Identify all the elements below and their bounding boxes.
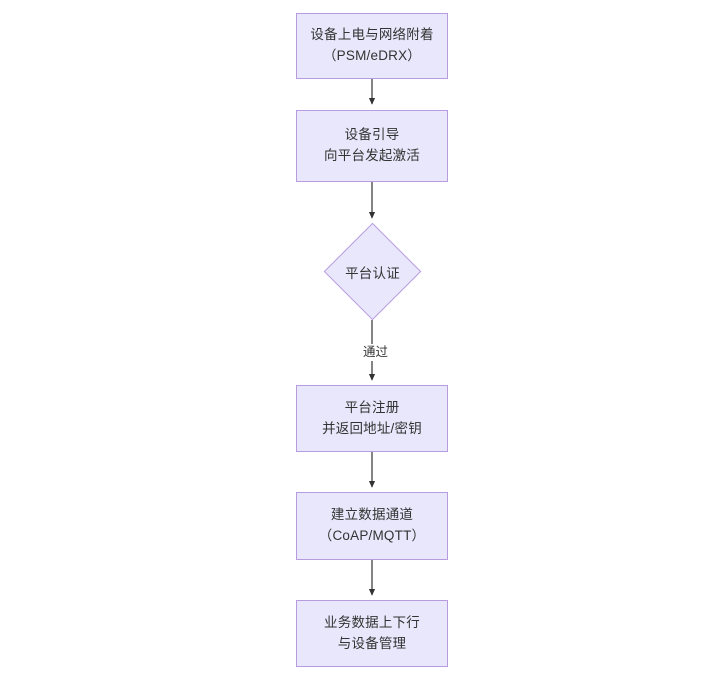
node-platform-register[interactable]: 平台注册 并返回地址/密钥 — [296, 385, 448, 452]
node-line-1: 建立数据通道 — [330, 507, 414, 523]
node-line-1: 平台注册 — [344, 399, 400, 415]
node-line-1: 业务数据上下行 — [324, 614, 420, 630]
node-establish-data-channel[interactable]: 建立数据通道 （CoAP/MQTT） — [296, 492, 448, 560]
node-device-bootstrap[interactable]: 设备引导 向平台发起激活 — [296, 110, 448, 182]
node-business-data-and-device-management[interactable]: 业务数据上下行 与设备管理 — [296, 600, 448, 667]
edge-label-pass: 通过 — [354, 344, 397, 361]
node-platform-auth-label: 平台认证 — [324, 252, 421, 292]
node-line-2: 向平台发起激活 — [324, 148, 420, 163]
node-line-2: （PSM/eDRX） — [322, 48, 422, 63]
node-line-2: （CoAP/MQTT） — [318, 528, 426, 543]
node-line-2: 与设备管理 — [337, 635, 407, 651]
node-line-2: 并返回地址/密钥 — [322, 420, 422, 436]
node-line-1: 设备引导 — [344, 127, 400, 143]
node-line-1: 设备上电与网络附着 — [310, 27, 434, 43]
node-line-1: 平台认证 — [345, 266, 400, 281]
node-device-power-on[interactable]: 设备上电与网络附着 （PSM/eDRX） — [296, 13, 448, 79]
